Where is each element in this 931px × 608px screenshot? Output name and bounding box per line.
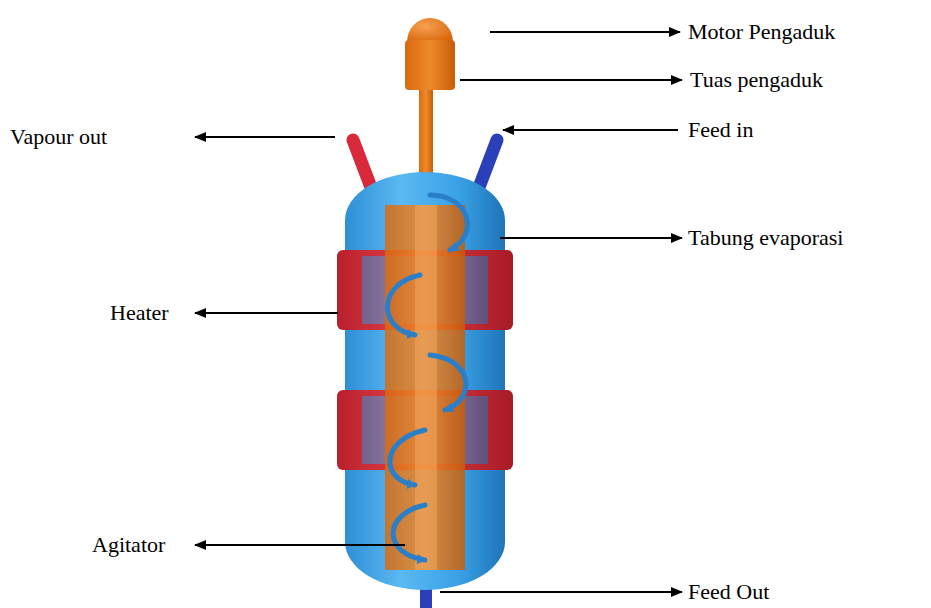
part-label: Agitator [92, 532, 165, 558]
flow-arrows [388, 195, 468, 560]
motor-housing [405, 40, 455, 90]
leader-lines [195, 32, 682, 592]
feed-pipe [478, 140, 497, 190]
part-label: Tuas pengaduk [690, 67, 823, 93]
vapour-pipe [353, 140, 372, 190]
part-label: Feed Out [688, 579, 769, 605]
part-label: Tabung evaporasi [688, 225, 843, 251]
part-label: Heater [110, 300, 169, 326]
agitator-highlight [415, 205, 437, 570]
evaporation-vessel [345, 172, 505, 590]
motor-dome [407, 18, 453, 42]
part-label: Vapour out [10, 124, 107, 150]
part-label: Feed in [688, 117, 753, 143]
part-label: Motor Pengaduk [688, 19, 835, 45]
agitator-paddle [385, 205, 465, 570]
